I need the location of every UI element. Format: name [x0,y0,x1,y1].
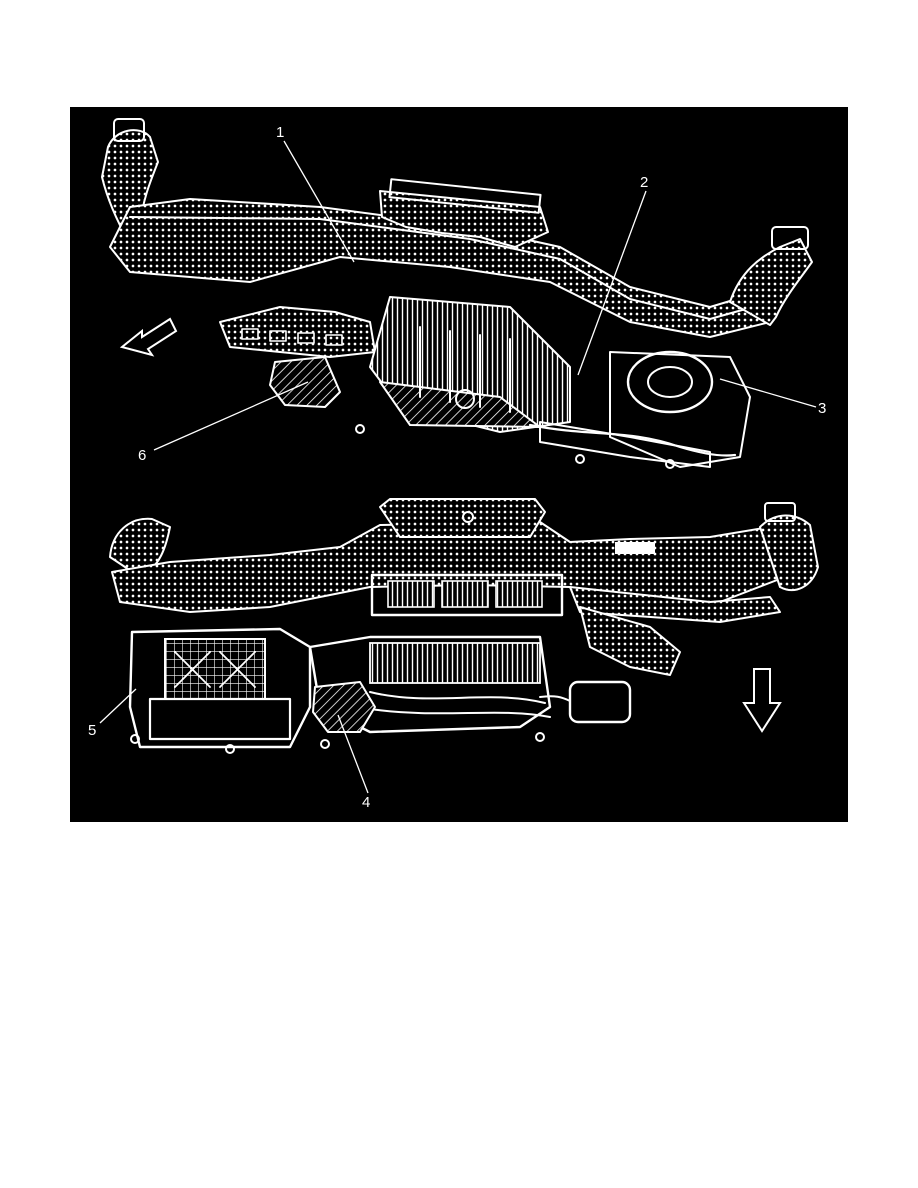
upper-blower-motor [609,350,751,468]
hvac-module-illustration: 1 2 3 4 5 6 [70,107,848,822]
lower-actuator [312,681,376,733]
callout-3: 3 [719,378,826,417]
upper-right-duct [729,238,813,326]
lower-side-duct [569,586,781,623]
lower-assembly-view [109,498,819,754]
upper-left-actuator [269,356,341,408]
lower-blower-module [128,627,312,749]
lower-right-duct [759,514,819,592]
callout-4: 4 [337,714,370,811]
upper-wire-harness [528,423,737,457]
callout-2: 2 [577,174,648,376]
direction-arrow-upper-icon [119,317,178,357]
callout-label: 5 [88,722,96,739]
callout-1: 1 [276,124,355,263]
callout-6: 6 [138,381,309,464]
upper-right-duct-cap [771,226,809,250]
callout-5: 5 [88,688,137,739]
illustration-canvas: 1 2 3 4 5 6 [88,118,826,811]
lower-louver-panel [370,573,564,617]
callout-label: 4 [362,794,370,811]
callout-label: 3 [818,400,826,417]
upper-center-vent [379,190,549,248]
upper-assembly-view [101,118,813,469]
upper-left-duct-cap [113,118,145,142]
lower-right-connector [539,680,632,724]
callout-label: 1 [276,124,284,141]
lower-heater-housing [308,635,552,734]
callout-label: 2 [640,174,648,191]
callout-label: 6 [138,447,146,464]
upper-side-duct [219,306,376,358]
lower-right-elbow [579,606,681,676]
direction-arrow-lower-icon [742,668,782,733]
upper-left-duct [101,129,159,248]
upper-lower-bracket [539,421,711,468]
